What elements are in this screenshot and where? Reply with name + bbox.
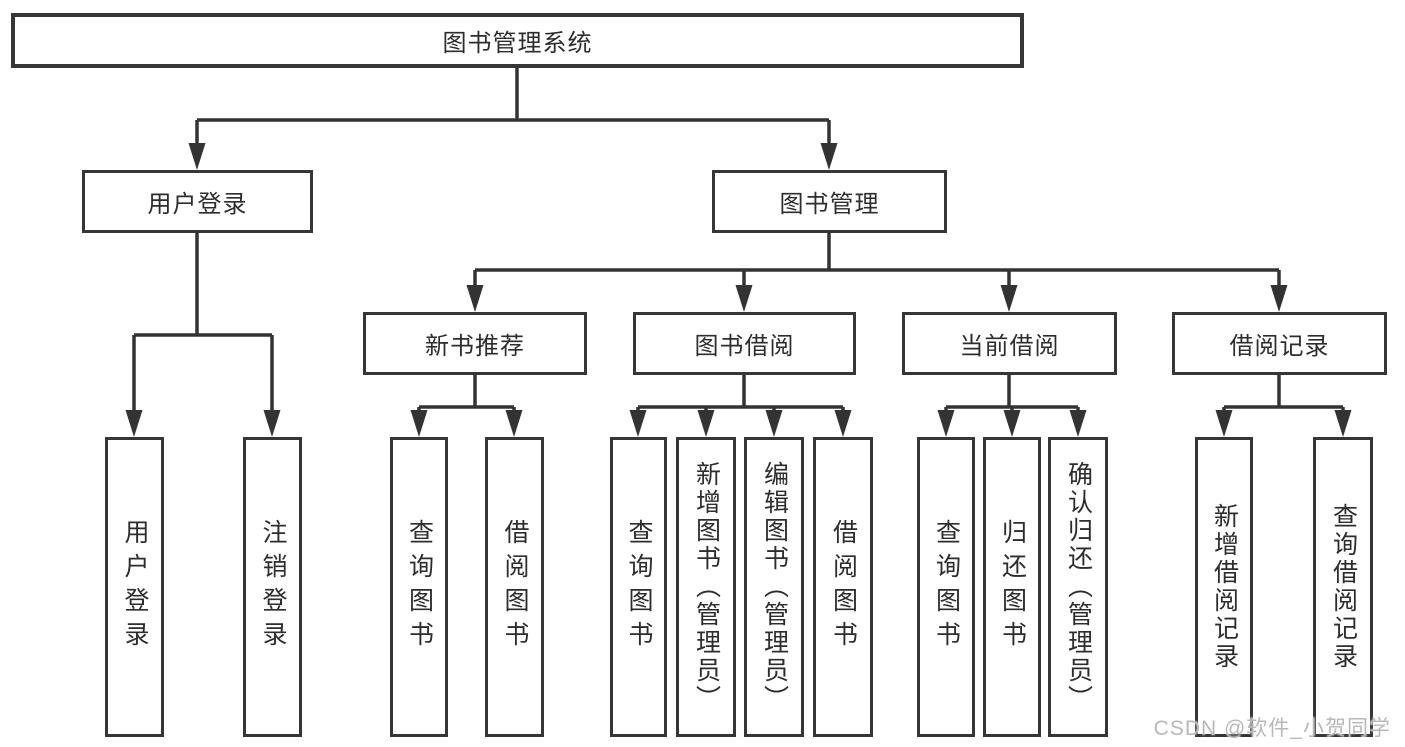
leaf-borrow-query-books: 查询图书 <box>610 437 667 737</box>
leaf-logout: 注销登录 <box>243 437 302 737</box>
leaf-current-return-books: 归还图书 <box>983 437 1041 737</box>
node-book-borrow: 图书借阅 <box>633 312 856 375</box>
node-borrow-records: 借阅记录 <box>1172 312 1387 375</box>
leaf-borrow-borrow-books-label: 借阅图书 <box>829 519 858 655</box>
node-library-system: 图书管理系统 <box>11 13 1024 68</box>
leaf-borrow-edit-books-admin: 编辑图书（管理员） <box>744 437 804 737</box>
node-borrow-records-label: 借阅记录 <box>1229 333 1330 360</box>
node-book-management: 图书管理 <box>712 170 947 233</box>
node-new-book-recommend: 新书推荐 <box>363 312 587 375</box>
leaf-borrow-add-books-admin: 新增图书（管理员） <box>676 437 736 737</box>
leaf-current-confirm-return-admin: 确认归还（管理员） <box>1048 437 1108 737</box>
leaf-borrow-add-books-admin-label: 新增图书（管理员） <box>692 461 721 713</box>
leaf-records-add-record-label: 新增借阅记录 <box>1210 503 1239 671</box>
leaf-login-label: 用户登录 <box>121 519 149 655</box>
leaf-logout-label: 注销登录 <box>259 519 287 655</box>
leaf-borrow-query-books-label: 查询图书 <box>625 519 653 655</box>
leaf-current-query-books: 查询图书 <box>917 437 975 737</box>
csdn-watermark: CSDN @软件_小贺同学 <box>1153 717 1391 740</box>
leaf-records-add-record: 新增借阅记录 <box>1195 437 1253 737</box>
node-library-system-label: 图书管理系统 <box>442 30 593 57</box>
node-user-login: 用户登录 <box>82 170 313 233</box>
leaf-records-query-record: 查询借阅记录 <box>1313 437 1373 737</box>
leaf-borrow-borrow-books: 借阅图书 <box>813 437 873 737</box>
node-new-book-recommend-label: 新书推荐 <box>425 333 525 360</box>
node-current-borrow-label: 当前借阅 <box>959 333 1060 360</box>
leaf-recommend-query-books-label: 查询图书 <box>405 519 434 655</box>
node-book-management-label: 图书管理 <box>779 191 880 218</box>
node-user-login-label: 用户登录 <box>147 191 248 218</box>
leaf-records-query-record-label: 查询借阅记录 <box>1329 503 1358 671</box>
leaf-borrow-edit-books-admin-label: 编辑图书（管理员） <box>760 461 789 713</box>
leaf-current-return-books-label: 归还图书 <box>998 519 1027 655</box>
leaf-recommend-borrow-books: 借阅图书 <box>485 437 544 737</box>
leaf-current-confirm-return-admin-label: 确认归还（管理员） <box>1064 461 1093 713</box>
node-current-borrow: 当前借阅 <box>902 312 1117 375</box>
leaf-recommend-query-books: 查询图书 <box>390 437 448 737</box>
leaf-current-query-books-label: 查询图书 <box>932 519 961 655</box>
leaf-recommend-borrow-books-label: 借阅图书 <box>501 519 529 655</box>
node-book-borrow-label: 图书借阅 <box>694 333 795 360</box>
leaf-login: 用户登录 <box>105 437 164 737</box>
